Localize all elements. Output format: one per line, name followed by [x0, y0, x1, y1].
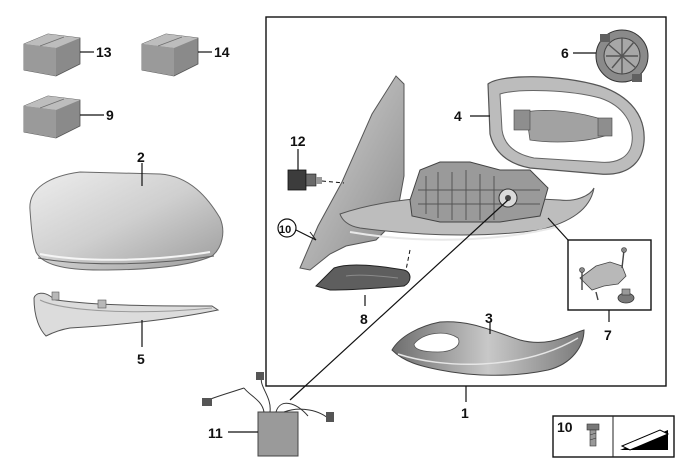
callout-2: 2 — [137, 149, 145, 165]
callout-10-circle — [277, 218, 297, 238]
connector-plug — [287, 169, 322, 191]
callout-3: 3 — [485, 310, 493, 326]
callout-13: 13 — [96, 44, 112, 60]
ruler-wedge-icon — [620, 429, 670, 451]
callout-11: 11 — [208, 425, 223, 441]
legend-callout-10: 10 — [557, 419, 573, 435]
callout-5: 5 — [137, 351, 145, 367]
callout-8: 8 — [360, 311, 368, 327]
turn-signal-light — [33, 291, 220, 337]
callout-4: 4 — [454, 108, 462, 124]
lower-trim-cover — [391, 321, 585, 376]
mirror-glass-frame — [487, 76, 645, 175]
callout-1: 1 — [461, 405, 469, 421]
mirror-base-gasket — [315, 264, 411, 291]
callout-10: 10 — [279, 224, 291, 236]
callout-12: 12 — [290, 133, 306, 149]
callout-9: 9 — [106, 107, 114, 123]
callout-7: 7 — [604, 327, 612, 343]
wiring-harness — [202, 372, 334, 457]
small-parts-kit — [579, 247, 635, 304]
callout-14: 14 — [214, 44, 230, 60]
material-block-14 — [141, 33, 199, 77]
mirror-adjust-motor — [595, 29, 649, 83]
mirror-cap — [29, 171, 224, 271]
screw-icon — [586, 423, 600, 447]
material-block-9 — [23, 95, 81, 139]
mirror-base-housing — [299, 75, 595, 271]
callout-6: 6 — [561, 45, 569, 61]
material-block-13 — [23, 33, 81, 77]
